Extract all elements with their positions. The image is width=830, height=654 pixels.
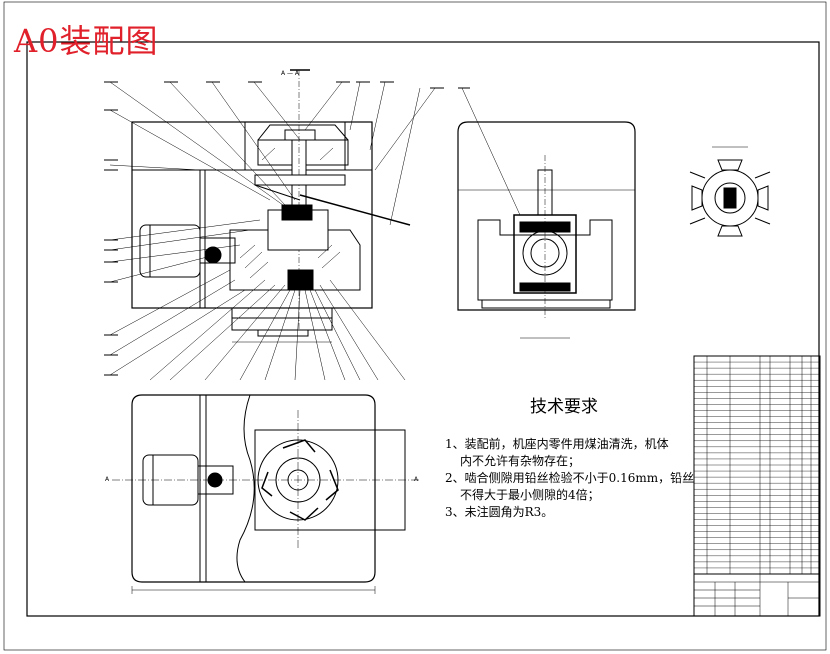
technical-requirement-line: 2、啮合侧隙用铅丝检验不小于0.16mm，铅丝 bbox=[445, 471, 695, 485]
drawing-type-stamp: A0装配图 bbox=[14, 22, 159, 60]
technical-requirement-line: 1、装配前，机座内零件用煤油清洗，机体 bbox=[445, 437, 669, 451]
technical-requirement-line: 不得大于最小侧隙的4倍； bbox=[460, 488, 600, 502]
section-a-a-label: A — A bbox=[281, 70, 300, 77]
technical-requirement-line: 内不允许有杂物存在； bbox=[460, 454, 581, 468]
front-section-view bbox=[104, 69, 444, 381]
plan-view bbox=[112, 394, 420, 594]
outer-frame bbox=[3, 1, 827, 651]
cutter-detail-view bbox=[689, 146, 771, 237]
plan-view-marker-left: A bbox=[105, 476, 110, 483]
parts-list-rows bbox=[694, 361, 820, 569]
title-block bbox=[693, 573, 821, 617]
technical-requirements-heading: 技术要求 bbox=[530, 397, 598, 417]
plan-view-marker-right: A bbox=[414, 476, 419, 483]
inner-frame bbox=[26, 41, 820, 617]
side-view bbox=[457, 87, 636, 339]
technical-requirement-line: 3、未注圆角为R3。 bbox=[445, 505, 554, 519]
